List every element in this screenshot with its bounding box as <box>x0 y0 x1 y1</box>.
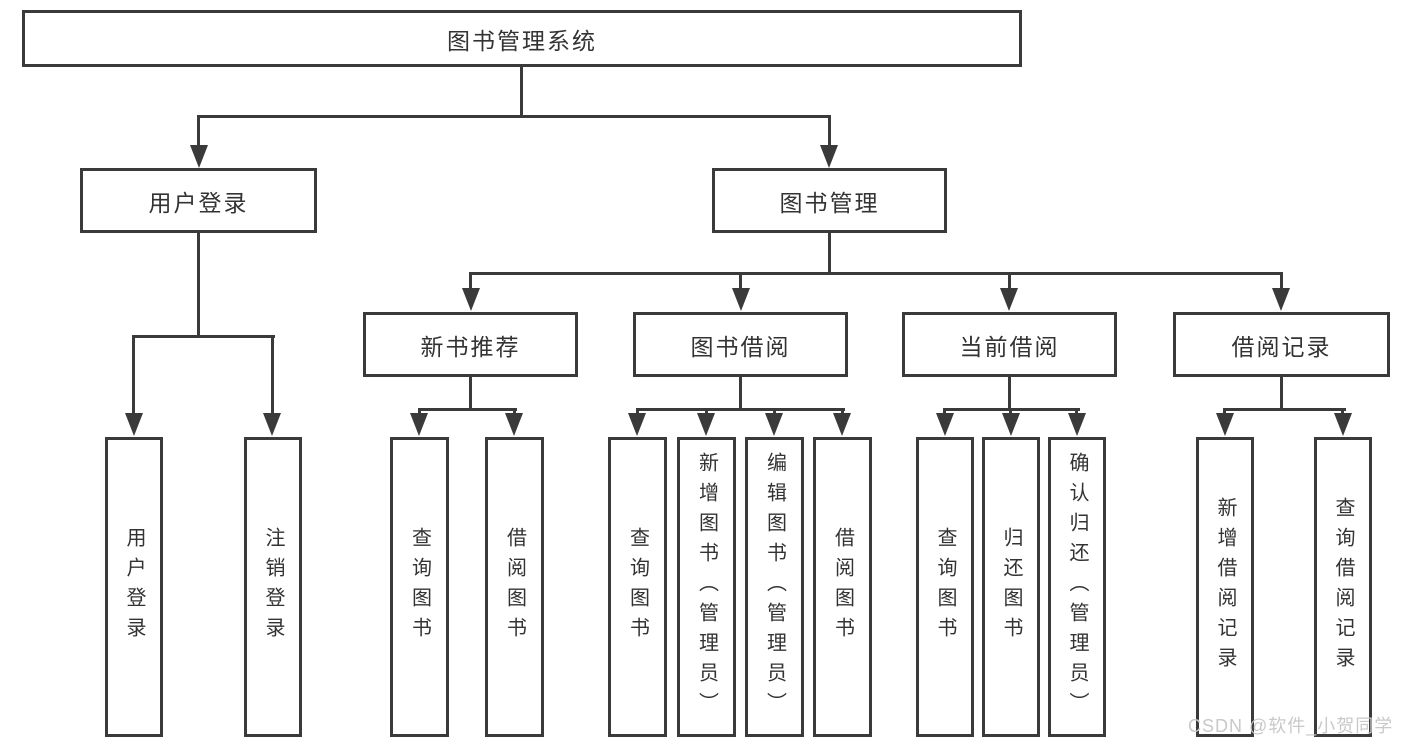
connector-line <box>132 335 135 415</box>
node-book-borrowing: 图书借阅 <box>633 312 848 377</box>
arrow-down-icon <box>190 145 208 168</box>
leaf-query-books: 查询图书 <box>390 437 449 737</box>
arrow-down-icon <box>732 288 750 311</box>
connector-line <box>197 115 831 118</box>
leaf-query-books: 查询图书 <box>916 437 974 737</box>
leaf-label: 编辑图书（管理员） <box>763 452 786 722</box>
arrow-down-icon <box>410 413 428 436</box>
connector-line <box>418 408 421 416</box>
node-label: 用户登录 <box>148 189 249 216</box>
node-current-borrowing: 当前借阅 <box>902 312 1117 377</box>
connector-line <box>513 408 516 416</box>
connector-line <box>1341 408 1344 416</box>
leaf-query-borrow-record: 查询借阅记录 <box>1314 437 1372 737</box>
arrow-down-icon <box>505 413 523 436</box>
connector-line <box>469 377 472 410</box>
leaf-add-book-admin: 新增图书（管理员） <box>677 437 736 737</box>
leaf-label: 归还图书 <box>1000 527 1022 647</box>
leaf-return-books: 归还图书 <box>982 437 1040 737</box>
connector-line <box>520 67 523 118</box>
leaf-add-borrow-record: 新增借阅记录 <box>1196 437 1254 737</box>
arrow-down-icon <box>1216 413 1234 436</box>
connector-line <box>828 233 831 275</box>
connector-line <box>1009 408 1012 416</box>
leaf-label: 查询图书 <box>934 527 956 647</box>
arrow-down-icon <box>833 413 851 436</box>
leaf-borrow-books: 借阅图书 <box>485 437 544 737</box>
leaf-borrow-books: 借阅图书 <box>813 437 872 737</box>
arrow-down-icon <box>1334 413 1352 436</box>
connector-line <box>943 408 946 416</box>
arrow-down-icon <box>1272 288 1290 311</box>
node-new-book-recommendation: 新书推荐 <box>363 312 578 377</box>
connector-line <box>469 272 1283 275</box>
arrow-down-icon <box>697 413 715 436</box>
leaf-label: 借阅图书 <box>503 527 526 647</box>
node-label: 图书管理系统 <box>447 27 597 54</box>
arrow-down-icon <box>1068 413 1086 436</box>
connector-line <box>739 377 742 410</box>
connector-line <box>1008 272 1011 290</box>
leaf-label: 注销登录 <box>262 527 284 647</box>
connector-line <box>705 408 708 416</box>
leaf-label: 查询图书 <box>626 527 649 647</box>
connector-line <box>197 233 200 338</box>
node-user-login: 用户登录 <box>80 168 317 233</box>
leaf-label: 确认归还（管理员） <box>1066 452 1088 722</box>
connector-line <box>739 272 742 290</box>
node-book-management: 图书管理 <box>712 168 947 233</box>
connector-line <box>271 335 274 415</box>
connector-line <box>828 115 831 148</box>
connector-line <box>1223 408 1346 411</box>
connector-line <box>636 408 639 416</box>
leaf-label: 新增图书（管理员） <box>695 452 718 722</box>
leaf-label: 查询图书 <box>408 527 431 647</box>
connector-line <box>1223 408 1226 416</box>
arrow-down-icon <box>1000 288 1018 311</box>
arrow-down-icon <box>765 413 783 436</box>
leaf-confirm-return-admin: 确认归还（管理员） <box>1048 437 1106 737</box>
watermark-text: CSDN @软件_小贺同学 <box>1188 716 1394 736</box>
node-label: 图书管理 <box>779 189 880 216</box>
arrow-down-icon <box>936 413 954 436</box>
connector-line <box>418 408 517 411</box>
node-label: 当前借阅 <box>959 333 1060 360</box>
connector-line <box>469 272 472 290</box>
leaf-label: 用户登录 <box>123 527 145 647</box>
leaf-edit-book-admin: 编辑图书（管理员） <box>745 437 804 737</box>
leaf-label: 新增借阅记录 <box>1214 497 1236 677</box>
leaf-user-login: 用户登录 <box>105 437 163 737</box>
arrow-down-icon <box>462 288 480 311</box>
node-label: 新书推荐 <box>420 333 521 360</box>
arrow-down-icon <box>1002 413 1020 436</box>
connector-line <box>1280 377 1283 410</box>
connector-line <box>1008 377 1011 410</box>
connector-line <box>636 408 845 411</box>
connector-line <box>1280 272 1283 290</box>
arrow-down-icon <box>628 413 646 436</box>
node-borrowing-records: 借阅记录 <box>1173 312 1390 377</box>
leaf-logout: 注销登录 <box>244 437 302 737</box>
leaf-query-books: 查询图书 <box>608 437 667 737</box>
connector-line <box>773 408 776 416</box>
node-label: 借阅记录 <box>1231 333 1332 360</box>
connector-line <box>132 335 275 338</box>
arrow-down-icon <box>125 413 143 436</box>
connector-line <box>197 115 200 148</box>
leaf-label: 查询借阅记录 <box>1332 497 1354 677</box>
connector-line <box>841 408 844 416</box>
leaf-label: 借阅图书 <box>831 527 854 647</box>
arrow-down-icon <box>263 413 281 436</box>
node-label: 图书借阅 <box>690 333 791 360</box>
connector-line <box>1075 408 1078 416</box>
node-library-management-system: 图书管理系统 <box>22 10 1022 67</box>
arrow-down-icon <box>820 145 838 168</box>
